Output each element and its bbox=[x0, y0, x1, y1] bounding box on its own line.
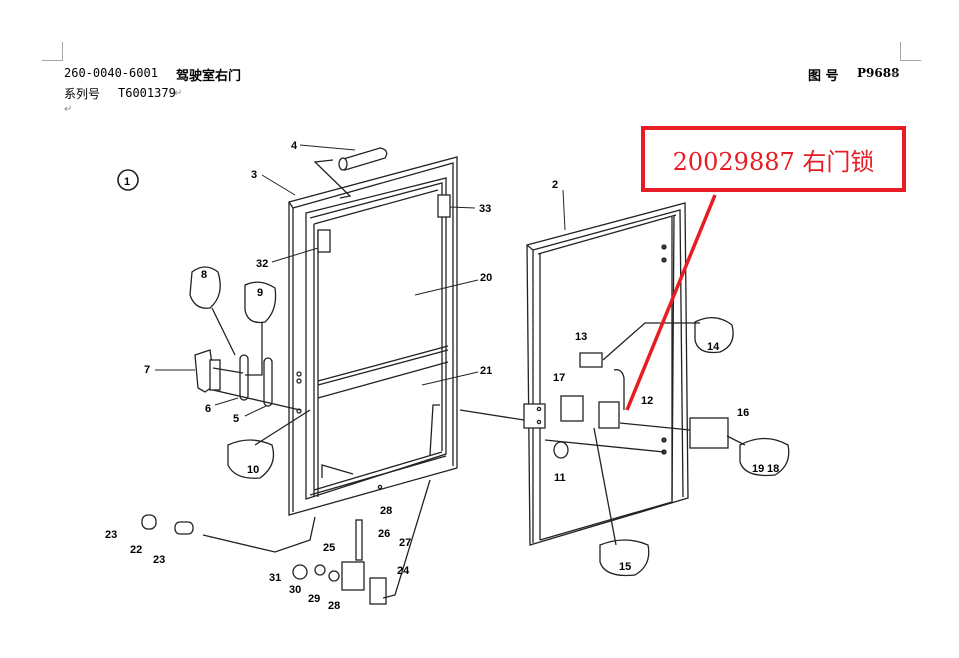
right-door-frame bbox=[523, 202, 689, 546]
part-12-lock bbox=[598, 401, 620, 429]
view-number: 1 bbox=[124, 176, 130, 188]
label-part-16: 16 bbox=[737, 407, 749, 419]
part-5-link bbox=[263, 357, 273, 407]
label-part-25: 25 bbox=[323, 542, 335, 554]
label-part-31: 31 bbox=[269, 572, 281, 584]
label-part-32: 32 bbox=[256, 258, 268, 270]
part-30-washer bbox=[314, 564, 326, 576]
label-part-26: 26 bbox=[378, 528, 390, 540]
part-8-bubble bbox=[189, 266, 221, 309]
label-part-33: 33 bbox=[479, 203, 491, 215]
part-24-plate bbox=[369, 577, 387, 605]
part-10-bubble bbox=[227, 439, 275, 479]
label-part-18: 18 bbox=[767, 463, 779, 475]
part-31-bushing bbox=[292, 564, 308, 580]
label-part-13: 13 bbox=[575, 331, 587, 343]
part-15-bubble bbox=[599, 539, 650, 577]
label-part-6: 6 bbox=[205, 403, 211, 415]
part-23-spring bbox=[174, 521, 194, 535]
part-23-bushing bbox=[141, 514, 157, 530]
label-part-10: 10 bbox=[247, 464, 259, 476]
callout-leader-line bbox=[625, 194, 717, 411]
part-33-hinge bbox=[437, 194, 451, 218]
label-part-9: 9 bbox=[257, 287, 263, 299]
paragraph-mark-icon: ↵ bbox=[64, 104, 73, 115]
document-title: 驾驶室右门 bbox=[176, 69, 242, 84]
part-29-washer bbox=[328, 570, 340, 582]
series-label: 系列号 bbox=[64, 87, 101, 101]
label-part-17: 17 bbox=[553, 372, 565, 384]
label-part-28-a: 28 bbox=[380, 505, 392, 517]
label-part-23-a: 23 bbox=[105, 529, 117, 541]
view-number-circle bbox=[117, 169, 139, 191]
label-part-7: 7 bbox=[144, 364, 150, 376]
part-number: 260-0040-6001 bbox=[64, 66, 158, 80]
part-26-pin bbox=[355, 519, 363, 561]
label-part-24: 24 bbox=[397, 565, 410, 577]
label-part-23-b: 23 bbox=[153, 554, 165, 566]
label-part-27: 27 bbox=[399, 537, 411, 549]
label-part-4: 4 bbox=[291, 140, 298, 152]
label-part-19: 19 bbox=[752, 463, 764, 475]
part-9-bubble bbox=[244, 281, 277, 324]
label-part-2: 2 bbox=[552, 179, 558, 191]
label-part-3: 3 bbox=[251, 169, 257, 181]
label-part-22: 22 bbox=[130, 544, 142, 556]
label-part-8: 8 bbox=[201, 269, 207, 281]
label-part-20: 20 bbox=[480, 272, 492, 284]
label-part-15: 15 bbox=[619, 561, 631, 573]
part-12-rod bbox=[613, 369, 625, 410]
page-corner-top-left bbox=[42, 42, 63, 61]
part-17-bracket bbox=[560, 395, 584, 422]
figure-number: P9688 bbox=[857, 66, 900, 80]
label-part-12: 12 bbox=[641, 395, 653, 407]
label-part-11: 11 bbox=[554, 472, 566, 484]
part-32-hinge bbox=[317, 229, 331, 253]
label-part-28-b: 28 bbox=[328, 600, 340, 612]
series-value: T6001379 bbox=[118, 86, 176, 100]
callout-text: 20029887 右门锁 bbox=[672, 147, 875, 176]
part-4-seal bbox=[313, 147, 388, 199]
label-part-21: 21 bbox=[480, 365, 492, 377]
label-part-29: 29 bbox=[308, 593, 320, 605]
paragraph-mark-icon: ↵ bbox=[174, 88, 183, 99]
part-25-hinge bbox=[341, 561, 365, 591]
figure-label: 图 号 bbox=[808, 69, 839, 84]
part-callout-box: 20029887 右门锁 bbox=[641, 126, 906, 192]
label-part-14: 14 bbox=[707, 341, 720, 353]
left-door-frame bbox=[288, 156, 458, 516]
label-part-5: 5 bbox=[233, 413, 239, 425]
part-16-housing bbox=[689, 417, 729, 449]
page-corner-top-right bbox=[900, 42, 921, 61]
part-18-19-bubble bbox=[739, 437, 790, 477]
part-11-button bbox=[553, 441, 569, 459]
label-part-30: 30 bbox=[289, 584, 301, 596]
part-13-striker bbox=[579, 352, 603, 368]
part-6-link bbox=[239, 354, 249, 401]
part-7-handle bbox=[194, 349, 221, 393]
part-14-bubble bbox=[694, 317, 734, 354]
paragraph-mark-icon: ↵ bbox=[891, 69, 900, 80]
leader-lines bbox=[155, 144, 566, 417]
